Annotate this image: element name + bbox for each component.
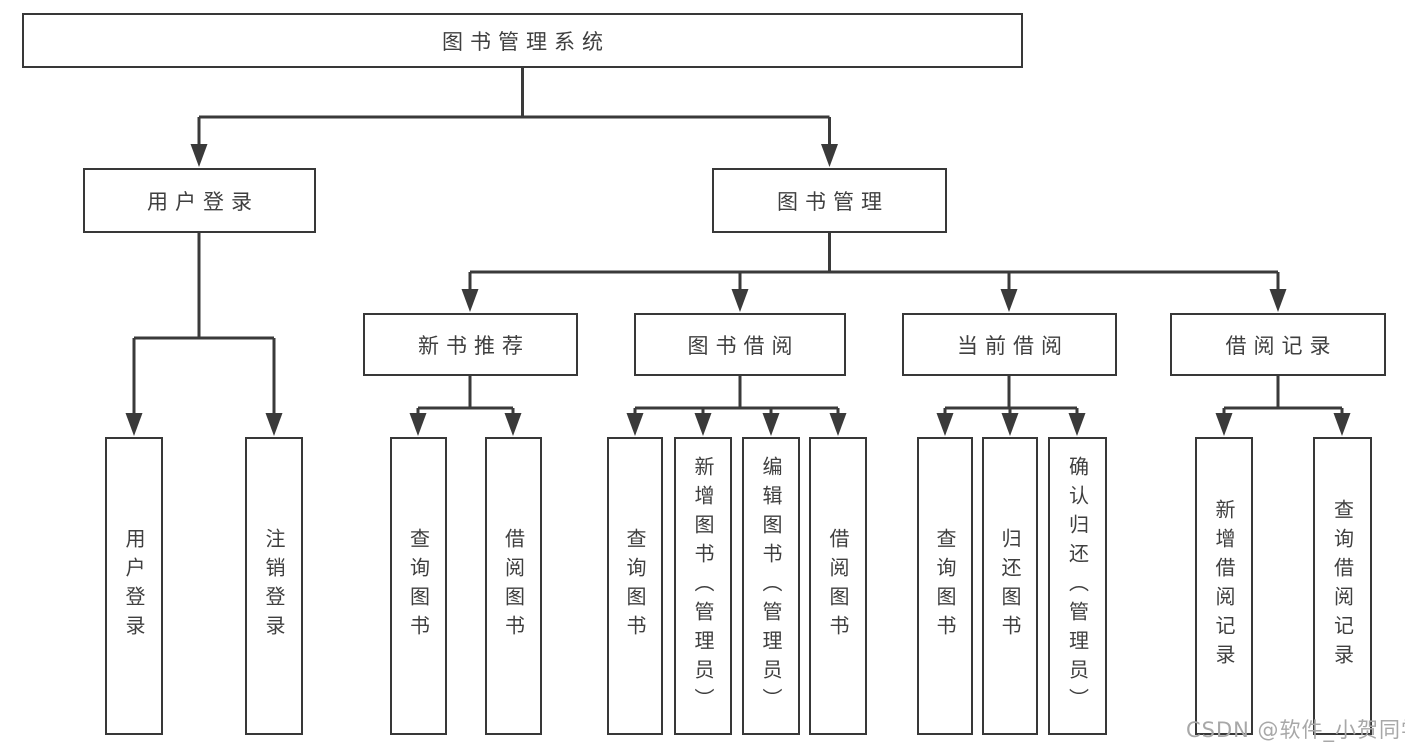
- leaf-logout-label: 注销登录: [262, 528, 286, 644]
- node-user-login-label: 用户登录: [147, 189, 259, 214]
- node-library-system: 图书管理系统: [22, 13, 1023, 68]
- leaf-search-books-2: 查询图书: [607, 437, 663, 735]
- node-book-management: 图书管理: [712, 168, 947, 233]
- leaf-borrow-books-1-label: 借阅图书: [501, 528, 526, 644]
- leaf-borrow-books-2: 借阅图书: [809, 437, 867, 735]
- node-library-system-label: 图书管理系统: [442, 29, 610, 54]
- node-borrowing-records-label: 借阅记录: [1225, 333, 1338, 358]
- leaf-confirm-return-admin: 确认归还（管理员）: [1048, 437, 1107, 735]
- leaf-add-borrow-record: 新增借阅记录: [1195, 437, 1253, 735]
- csdn-watermark: CSDN @软件_小贺同学: [1186, 718, 1405, 742]
- leaf-borrow-books-1: 借阅图书: [485, 437, 542, 735]
- leaf-user-login-label: 用户登录: [122, 528, 146, 644]
- leaf-add-books-admin-label: 新增图书（管理员）: [691, 455, 715, 717]
- leaf-search-books-1-label: 查询图书: [406, 528, 431, 644]
- node-book-management-label: 图书管理: [777, 189, 889, 214]
- leaf-search-books-3-label: 查询图书: [933, 528, 957, 644]
- leaf-search-books-3: 查询图书: [917, 437, 973, 735]
- node-book-borrowing: 图书借阅: [634, 313, 846, 376]
- node-current-borrowing: 当前借阅: [902, 313, 1117, 376]
- leaf-search-borrow-record-label: 查询借阅记录: [1330, 499, 1355, 673]
- node-new-book-recommend: 新书推荐: [363, 313, 578, 376]
- leaf-search-books-1: 查询图书: [390, 437, 447, 735]
- leaf-return-books: 归还图书: [982, 437, 1038, 735]
- leaf-add-borrow-record-label: 新增借阅记录: [1212, 499, 1236, 673]
- leaf-logout: 注销登录: [245, 437, 303, 735]
- leaf-edit-books-admin: 编辑图书（管理员）: [742, 437, 800, 735]
- leaf-search-borrow-record: 查询借阅记录: [1313, 437, 1372, 735]
- connector-paths: [132, 68, 1344, 416]
- leaf-add-books-admin: 新增图书（管理员）: [674, 437, 732, 735]
- leaf-confirm-return-admin-label: 确认归还（管理员）: [1065, 455, 1090, 717]
- leaf-search-books-2-label: 查询图书: [623, 528, 647, 644]
- leaf-edit-books-admin-label: 编辑图书（管理员）: [759, 455, 783, 717]
- arrowheads: [125, 144, 1351, 436]
- leaf-user-login: 用户登录: [105, 437, 163, 735]
- node-current-borrowing-label: 当前借阅: [957, 333, 1069, 358]
- node-user-login: 用户登录: [83, 168, 316, 233]
- node-borrowing-records: 借阅记录: [1170, 313, 1386, 376]
- leaf-borrow-books-2-label: 借阅图书: [826, 528, 850, 644]
- node-new-book-recommend-label: 新书推荐: [418, 333, 530, 358]
- node-book-borrowing-label: 图书借阅: [687, 333, 800, 358]
- leaf-return-books-label: 归还图书: [998, 528, 1022, 644]
